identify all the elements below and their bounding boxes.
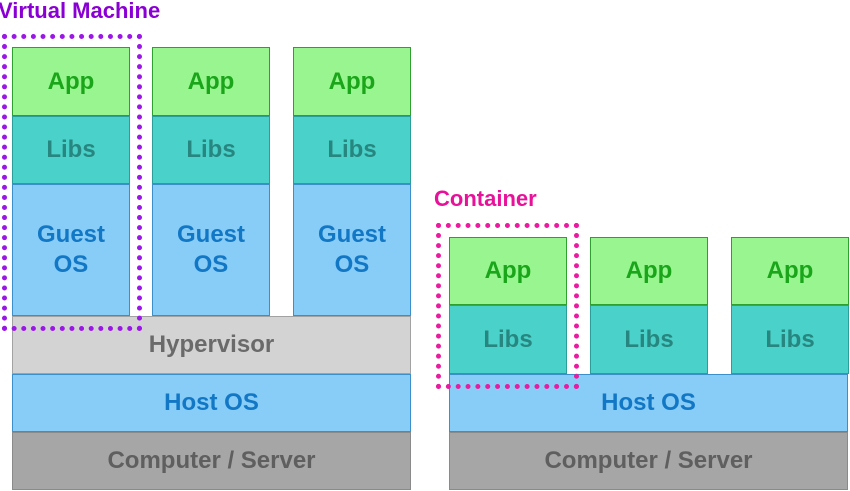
vm-app-box-1: App — [12, 47, 130, 116]
container-host-os-layer: Host OS — [449, 374, 848, 432]
vm-libs-box-2: Libs — [152, 116, 270, 184]
vm-libs-box-1: Libs — [12, 116, 130, 184]
vm-heading: Virtual Machine — [0, 0, 161, 23]
container-app-box-1: App — [449, 237, 567, 305]
container-libs-box-1: Libs — [449, 305, 567, 374]
container-libs-box-2: Libs — [590, 305, 708, 374]
vm-guest-os-box-1: Guest OS — [12, 184, 130, 316]
container-libs-box-3: Libs — [731, 305, 849, 374]
container-heading: Container — [434, 186, 537, 211]
hypervisor-layer: Hypervisor — [12, 316, 411, 374]
container-app-box-2: App — [590, 237, 708, 305]
container-app-box-3: App — [731, 237, 849, 305]
vm-libs-box-3: Libs — [293, 116, 411, 184]
vm-computer-layer: Computer / Server — [12, 432, 411, 490]
vm-app-box-2: App — [152, 47, 270, 116]
vm-app-box-3: App — [293, 47, 411, 116]
vm-host-os-layer: Host OS — [12, 374, 411, 432]
vm-guest-os-box-3: Guest OS — [293, 184, 411, 316]
vm-guest-os-box-2: Guest OS — [152, 184, 270, 316]
container-computer-layer: Computer / Server — [449, 432, 848, 490]
